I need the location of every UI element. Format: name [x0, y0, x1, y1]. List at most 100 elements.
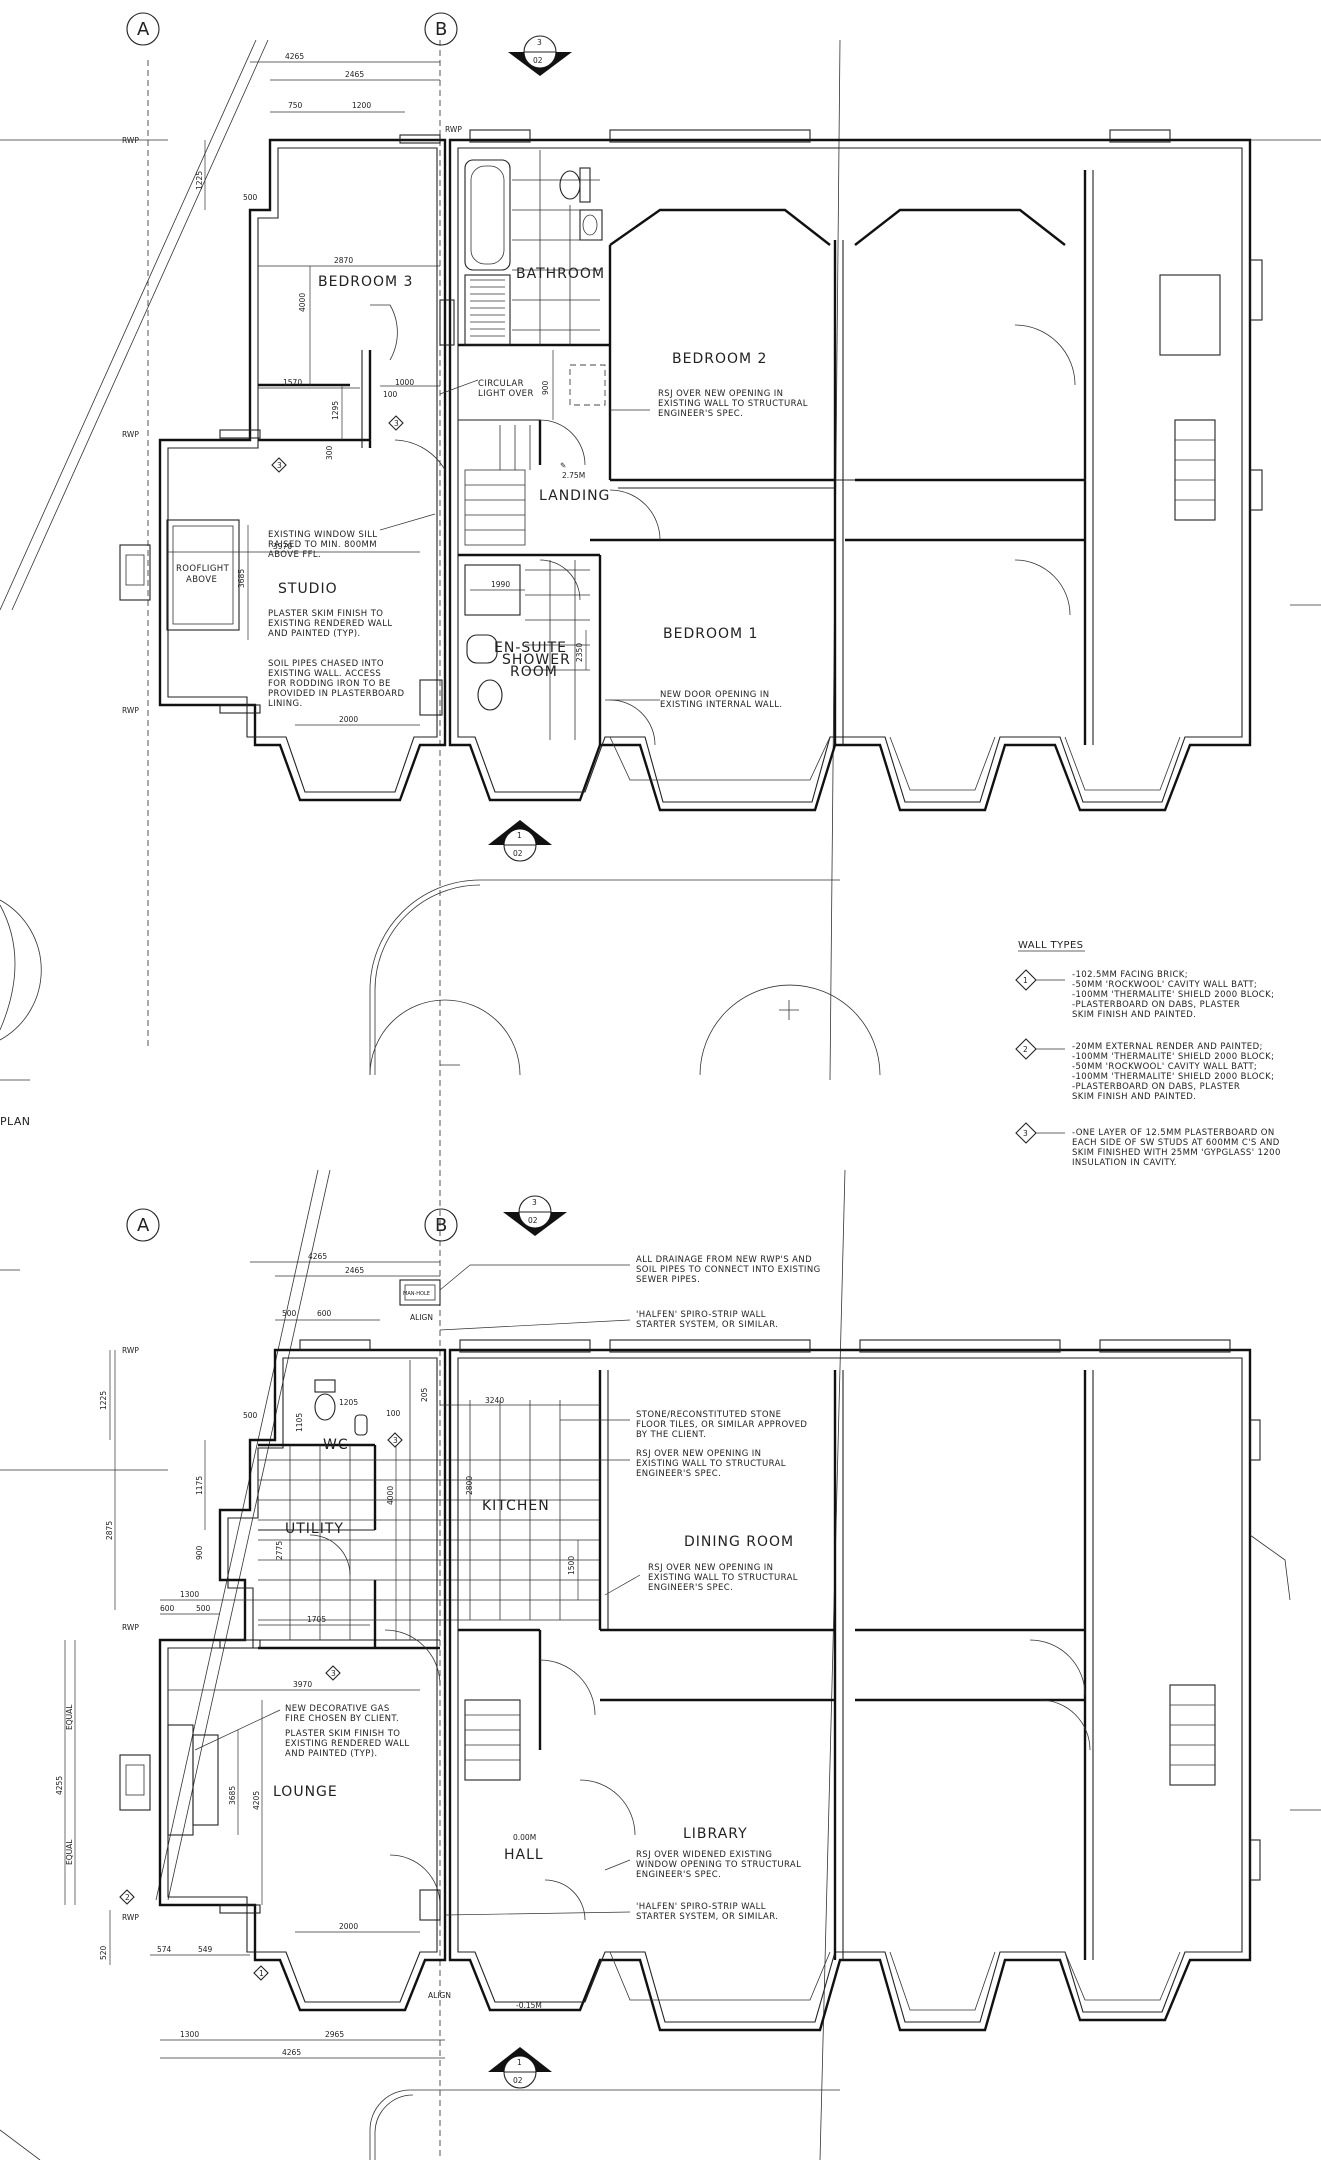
svg-text:NEW DECORATIVE GAS: NEW DECORATIVE GAS	[285, 1704, 390, 1714]
svg-text:STARTER SYSTEM, OR SIMILAR.: STARTER SYSTEM, OR SIMILAR.	[636, 1912, 778, 1922]
first-floor-notes: CIRCULAR LIGHT OVER RSJ OVER NEW OPENING…	[122, 125, 808, 715]
section-marker-top-first: 3 02	[508, 35, 572, 76]
svg-text:4000: 4000	[386, 1486, 395, 1505]
svg-text:EXISTING WALL TO STRUCTURAL: EXISTING WALL TO STRUCTURAL	[648, 1573, 798, 1583]
garden-features-lower	[0, 2089, 840, 2160]
svg-text:-102.5MM FACING BRICK;: -102.5MM FACING BRICK;	[1072, 970, 1188, 980]
svg-text:1295: 1295	[331, 401, 340, 420]
svg-text:PROVIDED IN PLASTERBOARD: PROVIDED IN PLASTERBOARD	[268, 689, 405, 699]
svg-text:500: 500	[282, 1309, 297, 1318]
svg-text:RWP: RWP	[122, 430, 139, 439]
svg-text:4265: 4265	[308, 1252, 327, 1261]
room-hall: HALL	[504, 1847, 544, 1863]
svg-text:EXISTING WALL TO STRUCTURAL: EXISTING WALL TO STRUCTURAL	[658, 399, 808, 409]
svg-text:3685: 3685	[237, 569, 246, 588]
svg-text:4255: 4255	[55, 1776, 64, 1795]
svg-text:3: 3	[277, 461, 282, 470]
room-library: LIBRARY	[683, 1826, 748, 1842]
svg-text:1175: 1175	[195, 1476, 204, 1495]
ground-floor-notes: ALL DRAINAGE FROM NEW RWP'S AND SOIL PIP…	[119, 1255, 821, 1981]
grid-a-label-ground: A	[137, 1215, 150, 1236]
svg-text:EACH SIDE OF SW STUDS AT 600MM: EACH SIDE OF SW STUDS AT 600MM C'S AND	[1072, 1138, 1280, 1148]
svg-text:600: 600	[160, 1604, 175, 1613]
svg-text:EXISTING RENDERED WALL: EXISTING RENDERED WALL	[285, 1739, 410, 1749]
svg-text:520: 520	[99, 1945, 108, 1960]
svg-text:1205: 1205	[339, 1398, 358, 1407]
svg-text:EXISTING WINDOW SILL: EXISTING WINDOW SILL	[268, 530, 377, 540]
svg-text:RSJ OVER NEW OPENING IN: RSJ OVER NEW OPENING IN	[658, 389, 783, 399]
svg-text:549: 549	[198, 1945, 213, 1954]
room-lounge: LOUNGE	[273, 1784, 338, 1800]
svg-text:RWP: RWP	[122, 1913, 139, 1922]
svg-text:300: 300	[325, 445, 334, 460]
svg-text:3970: 3970	[273, 542, 292, 551]
svg-text:ENGINEER'S SPEC.: ENGINEER'S SPEC.	[636, 1870, 721, 1880]
level-landing: 2.75M	[562, 471, 585, 480]
svg-text:'HALFEN' SPIRO-STRIP WALL: 'HALFEN' SPIRO-STRIP WALL	[636, 1310, 766, 1320]
svg-text:1300: 1300	[180, 1590, 199, 1599]
svg-text:EQUAL: EQUAL	[65, 1839, 74, 1865]
svg-text:ENGINEER'S SPEC.: ENGINEER'S SPEC.	[658, 409, 743, 419]
svg-text:1225: 1225	[99, 1391, 108, 1410]
room-dining: DINING ROOM	[684, 1534, 794, 1550]
room-bathroom: BATHROOM	[516, 266, 605, 282]
room-utility: UTILITY	[285, 1521, 344, 1537]
svg-text:-100MM 'THERMALITE' SHIELD 200: -100MM 'THERMALITE' SHIELD 2000 BLOCK;	[1072, 1052, 1274, 1062]
section-marker-top-ground: 3 02	[503, 1195, 567, 1236]
svg-text:RWP: RWP	[122, 706, 139, 715]
svg-text:SKIM FINISHED WITH 25MM 'GYPGL: SKIM FINISHED WITH 25MM 'GYPGLASS' 1200	[1072, 1148, 1281, 1158]
garden-features-upper	[0, 879, 881, 1076]
svg-text:1: 1	[517, 831, 522, 840]
svg-text:RWP: RWP	[122, 1346, 139, 1355]
rooflight-label-2: ABOVE	[186, 575, 217, 585]
svg-text:600: 600	[317, 1309, 332, 1318]
svg-text:EXISTING INTERNAL WALL.: EXISTING INTERNAL WALL.	[660, 700, 783, 710]
room-wc: WC	[323, 1437, 349, 1453]
svg-text:205: 205	[420, 1387, 429, 1402]
svg-text:LIGHT OVER: LIGHT OVER	[478, 389, 534, 399]
svg-text:-20MM EXTERNAL RENDER AND PAIN: -20MM EXTERNAL RENDER AND PAINTED;	[1072, 1042, 1263, 1052]
svg-text:4000: 4000	[298, 293, 307, 312]
svg-text:SKIM FINISH AND PAINTED.: SKIM FINISH AND PAINTED.	[1072, 1092, 1196, 1102]
svg-text:BY THE CLIENT.: BY THE CLIENT.	[636, 1430, 706, 1440]
svg-text:3: 3	[1023, 1129, 1028, 1138]
svg-text:02: 02	[533, 56, 543, 65]
svg-text:-50MM 'ROCKWOOL' CAVITY WALL B: -50MM 'ROCKWOOL' CAVITY WALL BATT;	[1072, 980, 1257, 990]
wall-type-2: 2 -20MM EXTERNAL RENDER AND PAINTED; -10…	[1015, 1038, 1274, 1102]
svg-text:2000: 2000	[339, 1922, 358, 1931]
svg-text:PLASTER SKIM FINISH TO: PLASTER SKIM FINISH TO	[268, 609, 383, 619]
svg-text:SOIL PIPES TO CONNECT INTO EXI: SOIL PIPES TO CONNECT INTO EXISTING	[636, 1265, 821, 1275]
svg-text:ALL DRAINAGE FROM NEW RWP'S AN: ALL DRAINAGE FROM NEW RWP'S AND	[636, 1255, 812, 1265]
svg-text:MAN-HOLE: MAN-HOLE	[403, 1291, 430, 1297]
svg-text:2465: 2465	[345, 1266, 364, 1275]
svg-text:500: 500	[196, 1604, 211, 1613]
svg-text:2875: 2875	[105, 1521, 114, 1540]
svg-text:AND PAINTED (TYP).: AND PAINTED (TYP).	[285, 1749, 378, 1759]
svg-text:3: 3	[537, 38, 542, 47]
svg-text:02: 02	[513, 849, 523, 858]
svg-text:2350: 2350	[575, 643, 584, 662]
ground-floor-labels: WC UTILITY KITCHEN DINING ROOM LOUNGE HA…	[273, 1291, 794, 2010]
svg-text:-ONE LAYER OF 12.5MM PLASTERBO: -ONE LAYER OF 12.5MM PLASTERBOARD ON	[1072, 1128, 1275, 1138]
svg-text:1200: 1200	[352, 101, 371, 110]
svg-text:3240: 3240	[485, 1396, 504, 1405]
svg-text:LINING.: LINING.	[268, 699, 303, 709]
svg-text:RSJ OVER WIDENED EXISTING: RSJ OVER WIDENED EXISTING	[636, 1850, 772, 1860]
svg-text:900: 900	[195, 1545, 204, 1560]
svg-text:1: 1	[1023, 976, 1028, 985]
svg-text:RAISED TO MIN. 800MM: RAISED TO MIN. 800MM	[268, 540, 377, 550]
svg-text:ALIGN: ALIGN	[428, 1991, 451, 2000]
room-kitchen: KITCHEN	[482, 1498, 550, 1514]
svg-text:ENGINEER'S SPEC.: ENGINEER'S SPEC.	[636, 1469, 721, 1479]
svg-text:3: 3	[532, 1198, 537, 1207]
svg-text:INSULATION IN CAVITY.: INSULATION IN CAVITY.	[1072, 1158, 1177, 1168]
svg-text:SOIL PIPES CHASED INTO: SOIL PIPES CHASED INTO	[268, 659, 384, 669]
svg-text:WINDOW OPENING TO STRUCTURAL: WINDOW OPENING TO STRUCTURAL	[636, 1860, 801, 1870]
room-bedroom1: BEDROOM 1	[663, 626, 758, 642]
room-ensuite-2: SHOWER	[502, 652, 571, 668]
svg-text:-PLASTERBOARD ON DABS, PLASTER: -PLASTERBOARD ON DABS, PLASTER	[1072, 1000, 1240, 1010]
room-ensuite-1: EN-SUITE	[494, 640, 567, 656]
first-floor-dimensions: 4265 2465 750 1200 1225 500 2870 4000 15…	[168, 52, 587, 726]
svg-text:-100MM 'THERMALITE' SHIELD 200: -100MM 'THERMALITE' SHIELD 2000 BLOCK;	[1072, 1072, 1274, 1082]
